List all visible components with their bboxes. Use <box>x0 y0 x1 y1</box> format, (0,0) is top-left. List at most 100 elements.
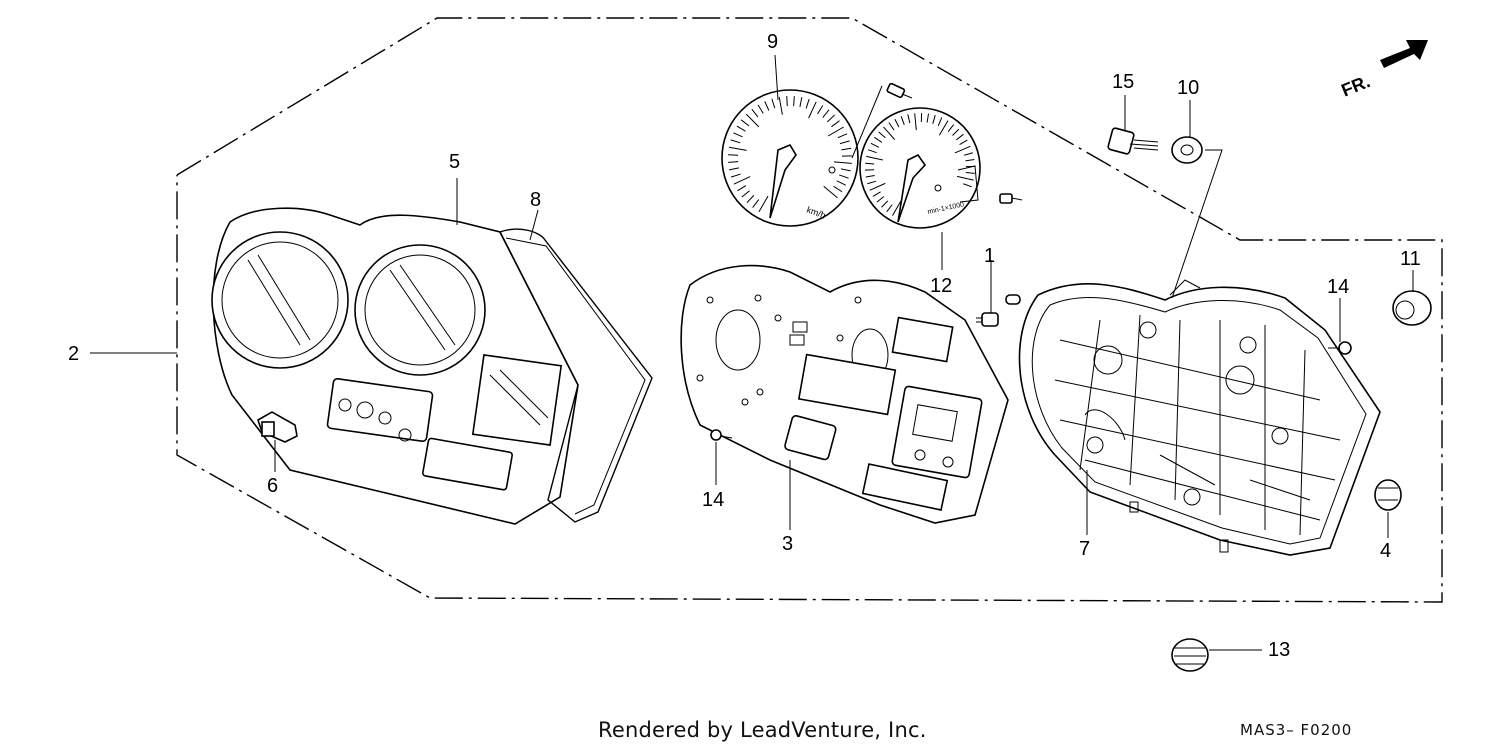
dial-tick <box>874 136 883 143</box>
dial-tick <box>914 113 917 131</box>
callout-11: 11 <box>1400 248 1421 270</box>
dial-tick <box>866 155 883 161</box>
dial-tick <box>799 97 803 108</box>
case-rib <box>1084 459 1321 521</box>
dial-tick <box>881 200 889 208</box>
callout-13: 13 <box>1268 639 1290 661</box>
dial-tick <box>937 117 943 126</box>
dial-tick <box>947 124 955 132</box>
dial-tick <box>733 176 751 185</box>
dial-tick <box>888 122 895 131</box>
dial-tick <box>823 185 838 199</box>
part-tachometer-dial <box>859 107 981 229</box>
callout-9: 9 <box>767 31 778 53</box>
dial-tick <box>737 185 747 192</box>
dial-tick <box>793 96 795 107</box>
dial-tick <box>808 101 817 119</box>
front-direction-arrow <box>1380 40 1428 68</box>
part-screw-left <box>710 429 733 441</box>
case-rib <box>1129 314 1141 486</box>
callout-6: 6 <box>267 475 278 497</box>
part-cushion <box>1374 479 1402 511</box>
dial-tick <box>952 128 960 136</box>
part-bulb-socket <box>257 411 298 443</box>
part-gasket <box>499 228 653 523</box>
dial-tick <box>907 114 911 124</box>
callout-8: 8 <box>530 189 541 211</box>
dial-tick <box>757 104 764 114</box>
callout-4: 4 <box>1380 540 1391 562</box>
assembly-boundary <box>176 17 1443 603</box>
case-rib <box>1054 379 1341 441</box>
callout-14-right: 14 <box>1327 276 1349 298</box>
dial-tick <box>938 120 949 136</box>
dial-tick <box>867 180 877 185</box>
part-meter-case-back <box>1018 279 1381 556</box>
dial-tick <box>758 195 769 212</box>
dial-tick <box>900 116 905 125</box>
dial-tick <box>728 154 739 156</box>
dial-tick <box>865 162 875 165</box>
dial-tick <box>894 118 900 128</box>
case-rib <box>1174 319 1181 501</box>
dial-tick <box>833 161 852 164</box>
case-rib <box>1059 419 1336 481</box>
dial-tick <box>771 98 776 109</box>
dial-tick <box>728 161 739 163</box>
dial-tick <box>959 139 968 146</box>
callout-3: 3 <box>782 533 793 555</box>
dial-tick <box>964 152 973 156</box>
dial-tick <box>741 190 750 198</box>
render-credit: Rendered by LeadVenture, Inc. <box>598 718 927 742</box>
dial-tick <box>764 101 770 111</box>
dial-tick <box>778 96 783 115</box>
dial-tick <box>786 96 788 107</box>
dial-tick <box>883 126 896 140</box>
dial-tick <box>837 133 848 139</box>
callout-2: 2 <box>68 343 79 365</box>
dial-tick <box>817 105 824 115</box>
dial-tick <box>822 109 830 118</box>
dial-tick <box>867 149 877 154</box>
dial-tick <box>831 120 840 128</box>
dial-tick <box>965 171 975 174</box>
leader-lines <box>90 54 1414 651</box>
front-direction-label: FR. <box>1338 71 1372 100</box>
dial-tick <box>926 113 929 123</box>
dial-tick <box>740 119 750 127</box>
dial-tick <box>839 174 849 179</box>
part-circuit-board <box>680 264 1009 524</box>
dial-tick <box>730 139 741 144</box>
dial-tick <box>729 167 740 171</box>
part-meter-case-cover <box>211 207 579 525</box>
footer: Rendered by LeadVenture, Inc. MAS3– F020… <box>0 718 1500 748</box>
part-grommet-loose <box>1171 638 1209 672</box>
case-rib <box>1079 319 1101 471</box>
callout-7: 7 <box>1079 538 1090 560</box>
callout-12: 12 <box>930 275 952 297</box>
dial-tick <box>841 147 852 151</box>
callout-5: 5 <box>449 151 460 173</box>
dial-tick <box>886 204 893 213</box>
dial-tick <box>839 140 850 145</box>
dial-tick <box>954 145 971 154</box>
dial-tick <box>833 185 843 193</box>
callout-14-left: 14 <box>702 489 724 511</box>
dial-tick <box>746 195 755 203</box>
dial-tick <box>932 115 936 124</box>
dial-tick <box>956 175 974 181</box>
part-screw-right <box>1328 341 1352 355</box>
dial-tick <box>736 125 746 132</box>
dial-tick <box>956 133 964 141</box>
part-grommet <box>1392 290 1432 326</box>
dial-tick <box>869 182 886 191</box>
dial-tick <box>963 183 972 188</box>
dial-tick <box>730 173 741 178</box>
diagram-code: MAS3– F0200 <box>1240 721 1353 739</box>
dial-tick <box>872 191 881 197</box>
dial-tick <box>892 200 902 216</box>
part-screw-dial-top <box>886 82 913 99</box>
case-rib <box>1059 339 1321 401</box>
part-screw-dial-right <box>999 193 1023 204</box>
dial-tick <box>805 98 810 109</box>
